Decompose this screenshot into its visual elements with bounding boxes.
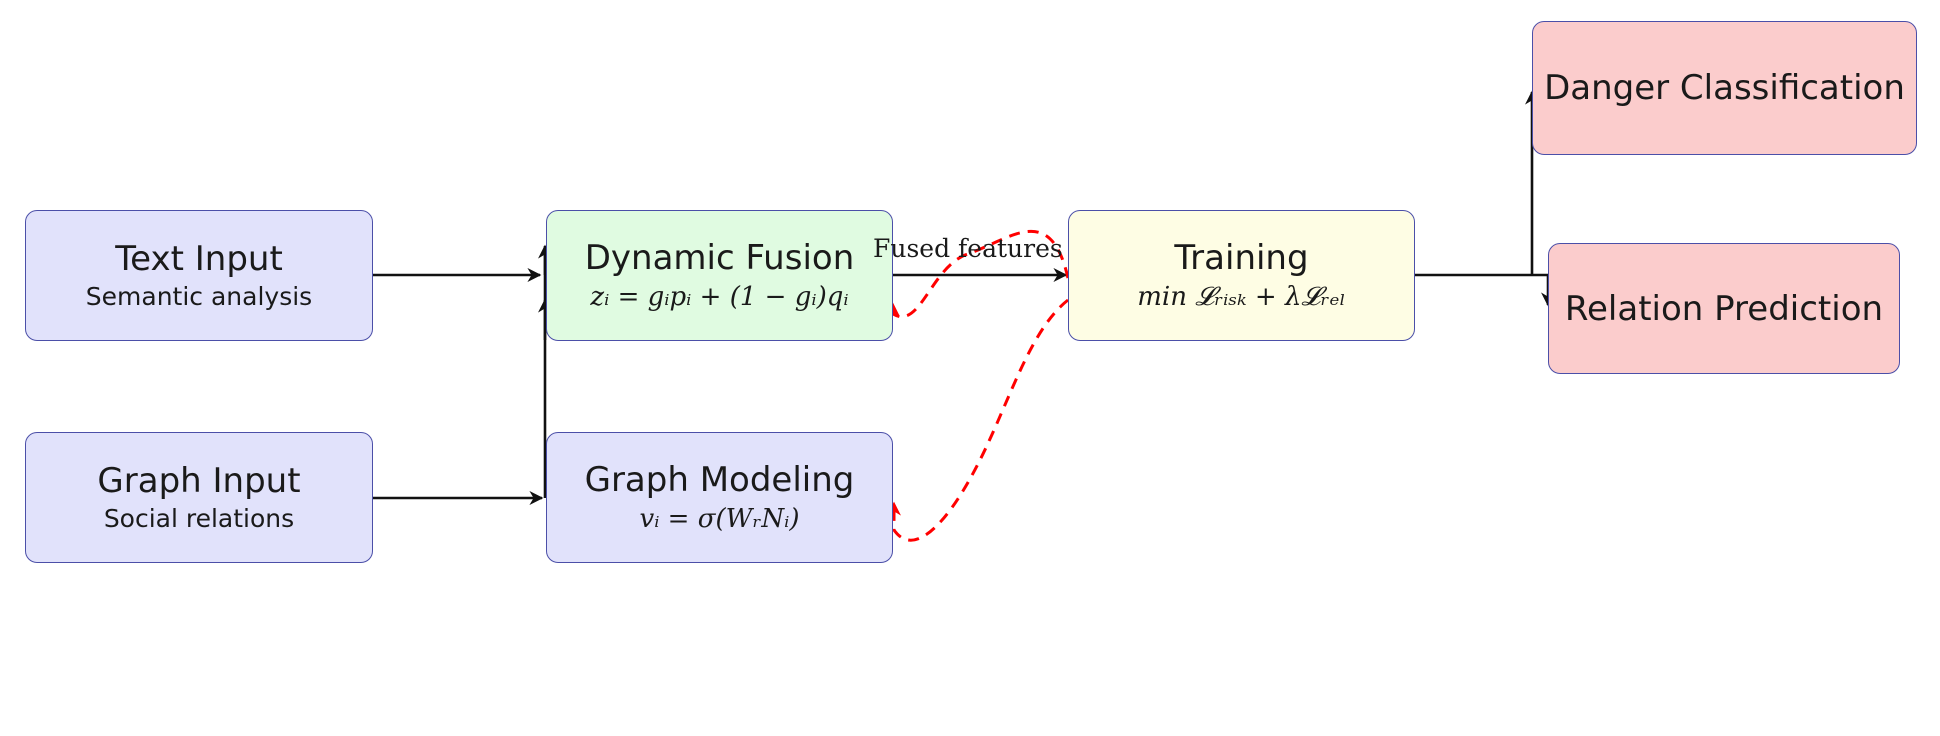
dynamic-fusion-formula: zᵢ = gᵢpᵢ + (1 − gᵢ)qᵢ <box>590 281 849 312</box>
danger-classification-title: Danger Classification <box>1544 68 1905 108</box>
relation-prediction-node[interactable]: Relation Prediction <box>1548 243 1900 374</box>
relation-prediction-title: Relation Prediction <box>1564 288 1884 329</box>
graph-input-subtitle: Social relations <box>103 503 295 533</box>
text-input-title: Text Input <box>115 238 283 279</box>
feedback-training-to-fusion <box>886 229 1070 318</box>
feedback-training-to-modeling <box>887 298 1069 542</box>
graph-modeling-formula: vᵢ = σ(WᵣNᵢ) <box>639 503 800 534</box>
graph-input-title: Graph Input <box>97 460 301 501</box>
dynamic-fusion-title: Dynamic Fusion <box>584 237 855 278</box>
training-node[interactable]: Training min 𝓛ᵣᵢₛₖ + λ𝓛ᵣₑₗ <box>1068 210 1415 341</box>
text-input-node[interactable]: Text Input Semantic analysis <box>25 210 373 341</box>
graph-input-node[interactable]: Graph Input Social relations <box>25 432 373 563</box>
fused-features-label: Fused features <box>873 234 1063 263</box>
graph-modeling-title: Graph Modeling <box>584 459 855 500</box>
graph-modeling-node[interactable]: Graph Modeling vᵢ = σ(WᵣNᵢ) <box>546 432 893 563</box>
danger-classification-node[interactable]: Danger Classification <box>1532 21 1917 155</box>
training-title: Training <box>1174 237 1309 278</box>
dynamic-fusion-node[interactable]: Dynamic Fusion zᵢ = gᵢpᵢ + (1 − gᵢ)qᵢ <box>546 210 893 341</box>
text-input-subtitle: Semantic analysis <box>85 281 313 311</box>
training-formula: min 𝓛ᵣᵢₛₖ + λ𝓛ᵣₑₗ <box>1137 281 1346 312</box>
